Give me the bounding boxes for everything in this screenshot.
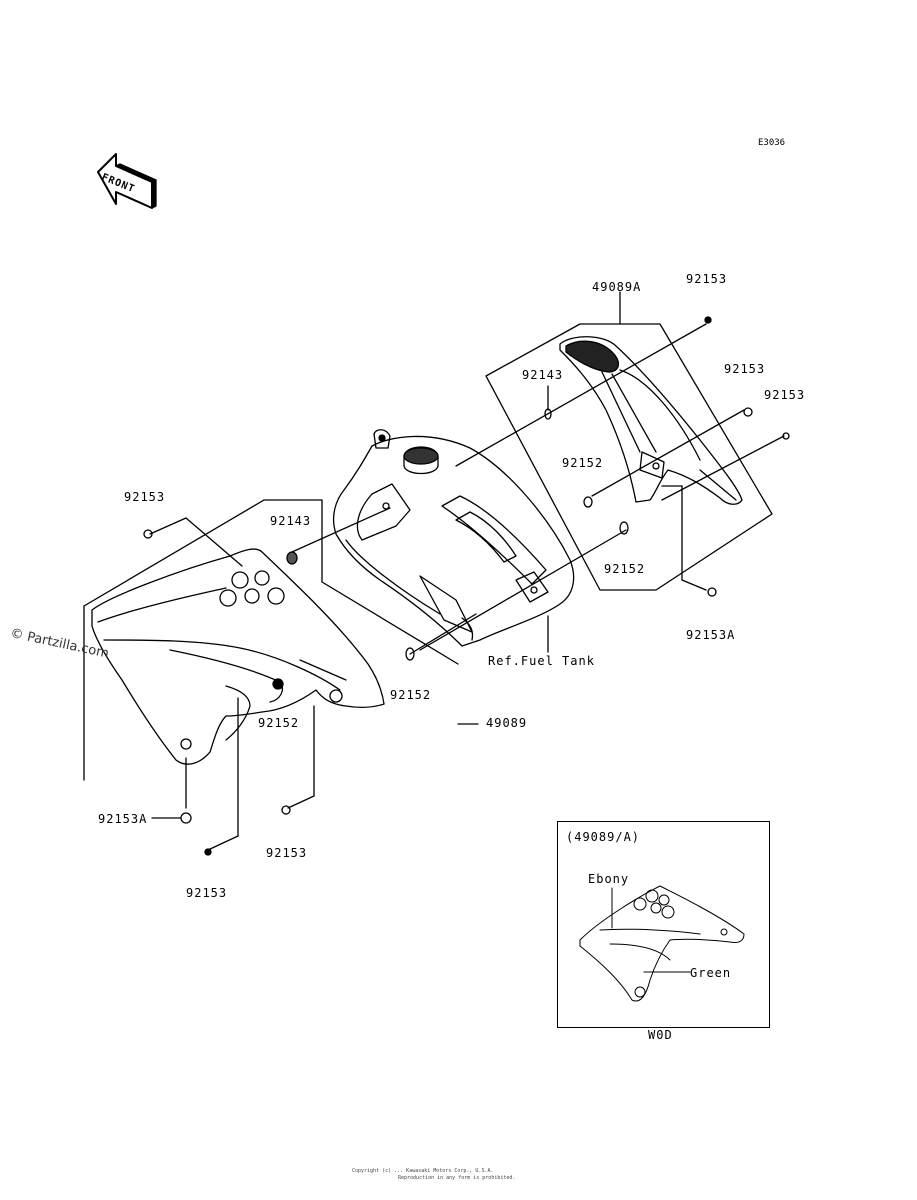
front-arrow-icon xyxy=(97,153,157,209)
label-92152-left: 92152 xyxy=(258,716,300,730)
fuel-tank xyxy=(332,429,575,647)
color-variant-inset xyxy=(557,821,770,1028)
label-ref-fuel-tank: Ref.Fuel Tank xyxy=(488,654,595,668)
bracket-49089 xyxy=(83,499,459,781)
label-92153-bottom-2: 92153 xyxy=(186,886,228,900)
label-92152-mid: 92152 xyxy=(390,688,432,702)
label-49089: 49089 xyxy=(486,716,528,730)
footer-copyright-2: Reproduction in any form is prohibited. xyxy=(398,1175,516,1181)
inset-label-ebony: Ebony xyxy=(588,872,630,886)
right-shroud-49089a xyxy=(559,336,743,505)
label-49089a: 49089A xyxy=(592,280,642,294)
inset-label-green: Green xyxy=(690,966,732,980)
grommets xyxy=(286,408,629,661)
bracket-49089a xyxy=(485,291,773,591)
label-92153-right-2: 92153 xyxy=(764,388,806,402)
diagram-code: E3036 xyxy=(758,138,786,148)
label-92153a-right: 92153A xyxy=(686,628,736,642)
label-92143-left: 92143 xyxy=(270,514,312,528)
label-92153a-left: 92153A xyxy=(98,812,148,826)
fastener-clips xyxy=(143,316,790,856)
inset-caption: W0D xyxy=(648,1028,673,1042)
left-shroud-49089 xyxy=(91,548,385,765)
footer-copyright-1: Copyright (c) ... Kawasaki Motors Corp.,… xyxy=(352,1168,494,1174)
label-92153-left: 92153 xyxy=(124,490,166,504)
label-92152-right-2: 92152 xyxy=(604,562,646,576)
label-92152-right-1: 92152 xyxy=(562,456,604,470)
label-92153-top: 92153 xyxy=(686,272,728,286)
inset-shroud xyxy=(579,885,745,1002)
label-92143-right: 92143 xyxy=(522,368,564,382)
inset-title: (49089/A) xyxy=(566,830,641,844)
label-92153-bottom-1: 92153 xyxy=(266,846,308,860)
label-92153-right-1: 92153 xyxy=(724,362,766,376)
leader-lines-left xyxy=(149,507,549,851)
